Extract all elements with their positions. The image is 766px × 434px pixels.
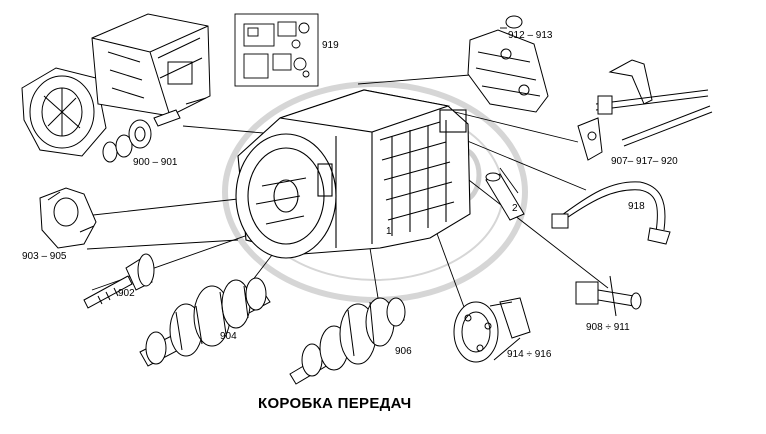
callout-904: 904 (220, 331, 237, 342)
callout-907-917-920: 907– 917– 920 (611, 156, 678, 167)
callout-1: 1 (386, 226, 392, 237)
part-900-901-bearings (102, 97, 207, 163)
part-904-main-shaft (139, 277, 271, 367)
part-bell-housing (21, 67, 107, 157)
callout-902: 902 (118, 288, 135, 299)
callout-2: 2 (512, 203, 518, 214)
callout-900-901: 900 – 901 (133, 157, 178, 168)
part-main-gearbox (235, 89, 471, 259)
part-918-cable (551, 181, 671, 245)
callout-903-905: 903 – 905 (22, 251, 67, 262)
part-903-905-cover (39, 187, 97, 249)
part-919-gasket-set (234, 13, 319, 87)
callout-919: 919 (322, 40, 339, 51)
callout-906: 906 (395, 346, 412, 357)
leader-lines (83, 27, 609, 334)
part-912-913-cover (467, 15, 549, 113)
diagram-title: КОРОБКА ПЕРЕДАЧ (258, 395, 412, 412)
callout-912-913: 912 – 913 (508, 30, 553, 41)
callout-908-911: 908 ÷ 911 (586, 322, 630, 333)
part-2-sleeve (485, 172, 525, 221)
callout-914-916: 914 ÷ 916 (507, 349, 552, 360)
callout-918: 918 (628, 201, 645, 212)
part-908-911-sensor (575, 275, 642, 317)
part-906-countershaft (289, 297, 406, 385)
part-902-input-shaft (83, 253, 155, 309)
part-907-917-920-selector-forks (577, 59, 713, 161)
part-transmission-case (91, 13, 211, 117)
part-914-916-planetary-gear (453, 297, 531, 363)
